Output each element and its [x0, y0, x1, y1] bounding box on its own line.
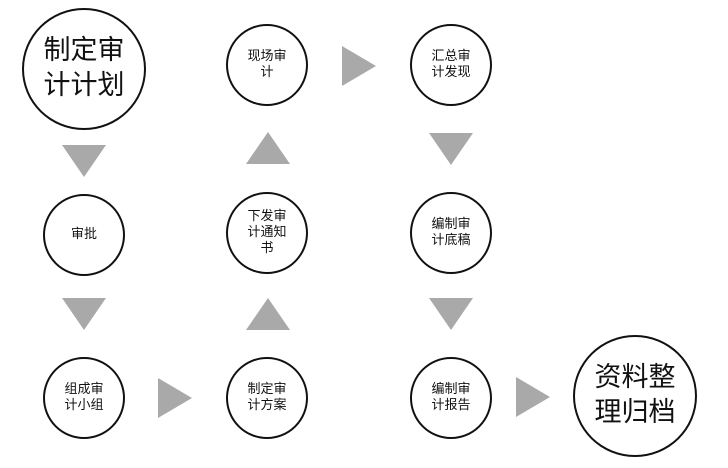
node-archive: 资料整理归档 — [573, 335, 697, 457]
arrow-report-to-archive — [516, 377, 550, 417]
arrow-approve-to-team — [62, 298, 106, 330]
node-notice: 下发审计通知书 — [226, 192, 308, 274]
node-summary-label: 汇总审计发现 — [431, 48, 471, 80]
node-onsite-label: 现场审计 — [247, 48, 287, 80]
node-approve-label: 审批 — [70, 226, 97, 242]
arrow-scheme-to-notice — [246, 298, 290, 330]
arrow-onsite-to-summary — [342, 46, 376, 86]
node-plan: 制定审计计划 — [22, 8, 146, 130]
arrow-notice-to-onsite — [246, 132, 290, 164]
node-draft: 编制审计底稿 — [410, 192, 492, 274]
arrow-team-to-scheme — [158, 378, 192, 418]
arrow-plan-to-approve — [62, 145, 106, 177]
node-plan-label: 制定审计计划 — [43, 35, 125, 101]
node-team-label: 组成审计小组 — [64, 381, 104, 413]
node-report-label: 编制审计报告 — [431, 381, 471, 413]
node-summary: 汇总审计发现 — [410, 24, 492, 106]
arrow-draft-to-report — [429, 298, 473, 330]
node-scheme: 制定审计方案 — [226, 357, 308, 439]
node-onsite: 现场审计 — [226, 24, 308, 106]
node-archive-label: 资料整理归档 — [594, 362, 676, 428]
arrow-summary-to-draft — [429, 133, 473, 165]
node-notice-label: 下发审计通知书 — [247, 208, 287, 257]
node-report: 编制审计报告 — [410, 357, 492, 439]
node-scheme-label: 制定审计方案 — [247, 381, 287, 413]
node-team: 组成审计小组 — [43, 357, 125, 439]
node-draft-label: 编制审计底稿 — [431, 216, 471, 248]
node-approve: 审批 — [43, 194, 125, 276]
